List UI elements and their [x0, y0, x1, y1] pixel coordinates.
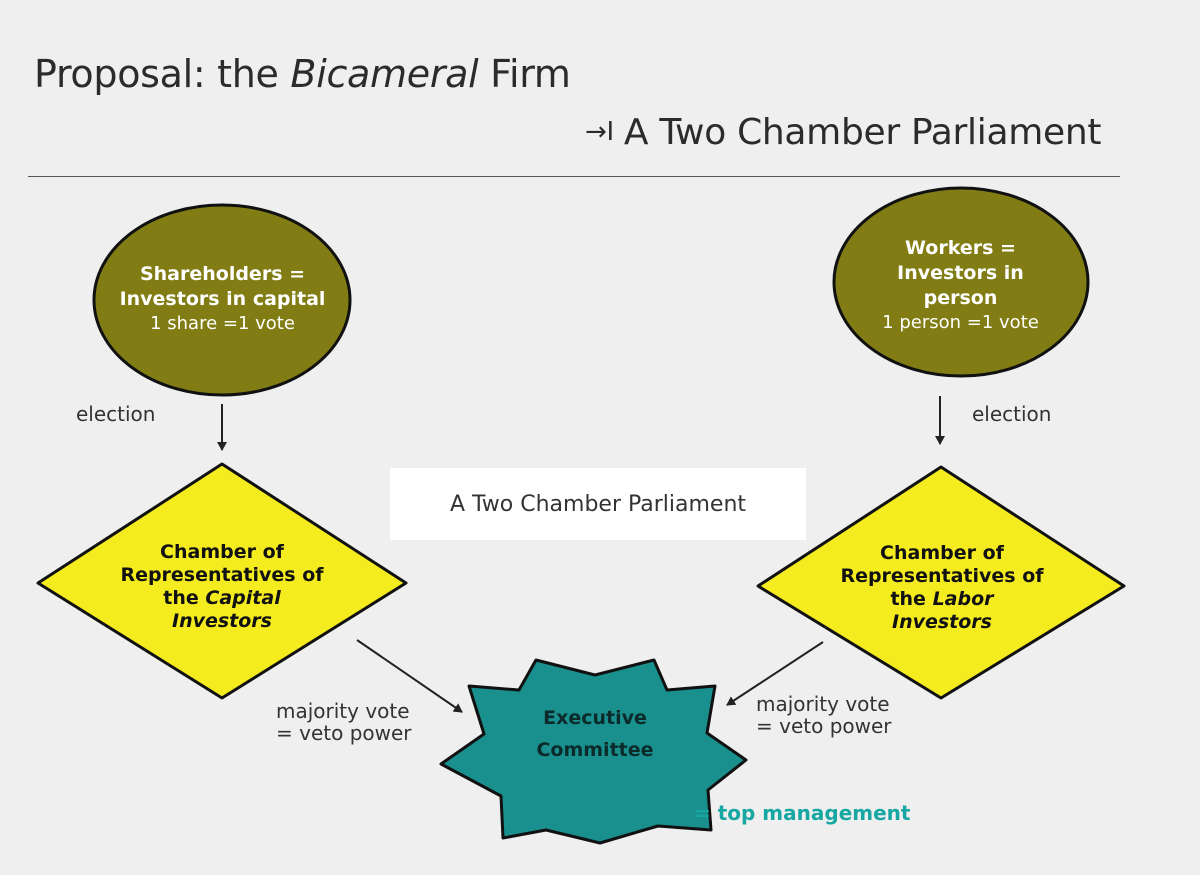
workers-line2: Investors in [897, 262, 1024, 284]
capital-chamber-line4: Investors [172, 610, 272, 632]
divider-line [28, 176, 1120, 177]
arrow-to-bar-icon: →I [585, 117, 614, 147]
veto-left-line1: majority vote [276, 699, 410, 723]
shareholders-line3: 1 share =1 vote [150, 313, 295, 334]
labor-chamber-line1: Chamber of [880, 542, 1004, 564]
shareholders-line1: Shareholders = [139, 263, 306, 285]
two-chamber-box: A Two Chamber Parliament [390, 468, 806, 540]
executive-line1: Executive [543, 707, 647, 729]
veto-arrow-left [356, 639, 463, 713]
veto-label-right: majority vote = veto power [756, 693, 892, 737]
labor-chamber-text: Chamber of Representatives of the Labor … [812, 542, 1072, 634]
title-suffix: Firm [478, 52, 571, 96]
veto-left-line2: = veto power [276, 721, 412, 745]
labor-chamber-diamond [756, 465, 1126, 700]
veto-right-line1: majority vote [756, 692, 890, 716]
shareholders-node: Shareholders = Investors in capital 1 sh… [100, 262, 345, 336]
labor-chamber-line4: Investors [892, 611, 992, 633]
subtitle-text: A Two Chamber Parliament [623, 112, 1102, 153]
election-label-left: election [76, 402, 156, 426]
workers-node: Workers = Investors in person 1 person =… [838, 236, 1083, 335]
capital-chamber-line3-emphasis: Capital [205, 587, 281, 609]
capital-chamber-line3-prefix: the [163, 587, 206, 609]
workers-line4: 1 person =1 vote [882, 312, 1039, 333]
slide-title: Proposal: the Bicameral Firm [34, 52, 571, 96]
veto-arrow-right [726, 641, 824, 706]
shareholders-line2: Investors in capital [119, 288, 326, 310]
title-emphasis: Bicameral [290, 52, 479, 96]
workers-line3: person [923, 287, 998, 309]
capital-chamber-line2: Representatives of [120, 564, 324, 586]
executive-committee-text: Executive Committee [500, 702, 690, 766]
capital-chamber-diamond [36, 462, 408, 700]
labor-chamber-line3-prefix: the [890, 588, 933, 610]
workers-line1: Workers = [905, 237, 1016, 259]
workers-ellipse [832, 186, 1090, 378]
slide-subtitle: →I A Two Chamber Parliament [585, 112, 1101, 153]
shareholders-ellipse [92, 203, 352, 397]
election-label-right: election [972, 402, 1052, 426]
veto-label-left: majority vote = veto power [276, 700, 412, 744]
two-chamber-box-text: A Two Chamber Parliament [449, 491, 747, 517]
labor-chamber-line2: Representatives of [840, 565, 1044, 587]
executive-line2: Committee [536, 739, 654, 761]
veto-right-line2: = veto power [756, 714, 892, 738]
executive-star [439, 658, 748, 845]
title-prefix: Proposal: the [34, 52, 291, 96]
capital-chamber-line1: Chamber of [160, 541, 284, 563]
top-management-label: = top management [694, 801, 911, 825]
labor-chamber-line3-emphasis: Labor [932, 588, 994, 610]
capital-chamber-text: Chamber of Representatives of the Capita… [92, 541, 352, 633]
